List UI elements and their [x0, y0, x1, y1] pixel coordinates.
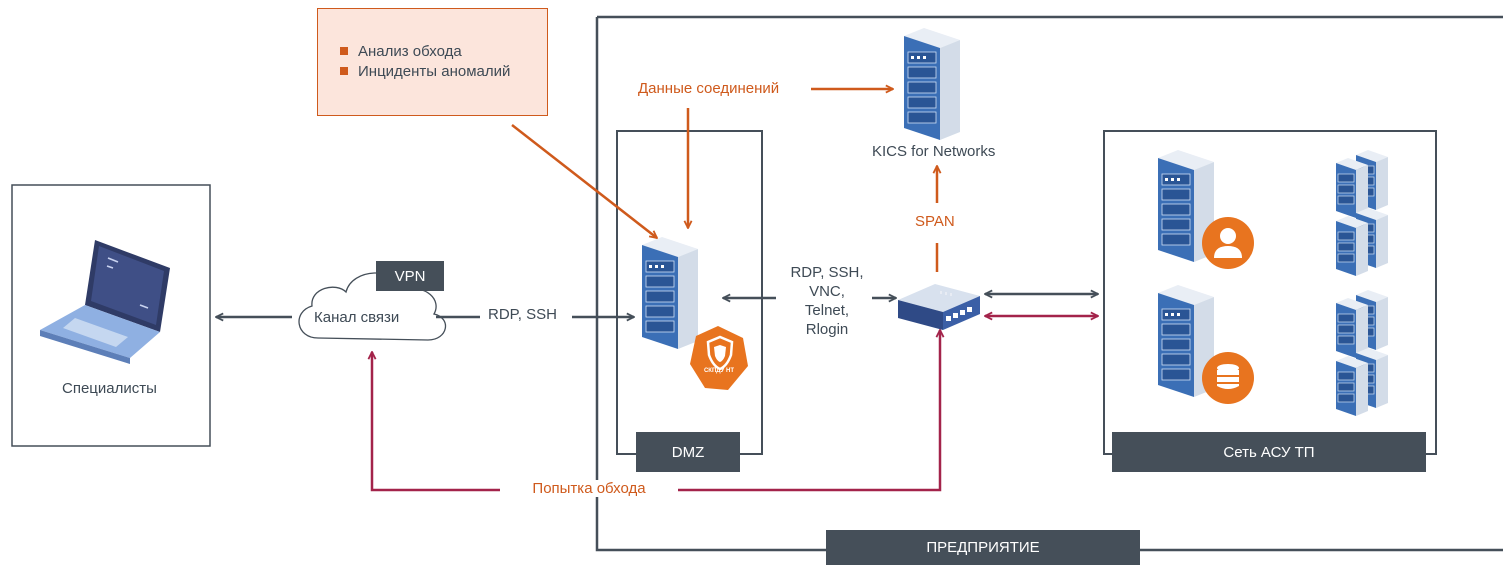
arrow-bypass-right	[678, 330, 940, 492]
bypass-attempt-label: Попытка обхода	[500, 480, 678, 497]
protocol-line: Rlogin	[805, 321, 849, 338]
note-item: Анализ обхода	[340, 42, 510, 62]
rdp-ssh-label: RDP, SSH	[488, 306, 557, 323]
server-rack-icon	[641, 236, 699, 350]
arrow-bypass-left	[372, 352, 500, 492]
arrow-note-to-dmz	[511, 124, 657, 238]
connection-data-label: Данные соединений	[638, 80, 780, 97]
user-badge-icon	[1202, 217, 1254, 269]
protocol-line: RDP, SSH,	[790, 264, 864, 281]
span-label: SPAN	[915, 213, 955, 230]
protocol-line: Telnet,	[804, 302, 850, 319]
dmz-tag: DMZ	[636, 432, 740, 472]
shield-badge-label: СКПДУ НТ	[703, 368, 735, 374]
protocol-line: VNC,	[809, 283, 845, 300]
channel-label: Канал связи	[314, 309, 400, 326]
server-cluster-icon	[1335, 289, 1389, 417]
bullet-icon	[340, 47, 348, 55]
network-switch-icon	[898, 284, 980, 330]
vpn-tag: VPN	[376, 261, 444, 291]
database-badge-icon	[1202, 352, 1254, 404]
bullet-icon	[340, 67, 348, 75]
analysis-note: Анализ обхода Инциденты аномалий	[317, 8, 548, 116]
laptop-icon	[40, 240, 170, 364]
kics-label: KICS for Networks	[872, 143, 996, 160]
ics-network-tag: Сеть АСУ ТП	[1112, 432, 1426, 472]
enterprise-boundary	[595, 15, 1503, 552]
note-item: Инциденты аномалий	[340, 62, 510, 82]
specialists-label: Специалисты	[62, 380, 157, 397]
server-cluster-icon	[1335, 149, 1389, 277]
protocols-label: RDP, SSH, VNC, Telnet, Rlogin	[779, 263, 875, 339]
kics-server-icon	[903, 27, 961, 141]
enterprise-tag: ПРЕДПРИЯТИЕ	[826, 530, 1140, 565]
shield-badge-icon	[690, 326, 748, 390]
